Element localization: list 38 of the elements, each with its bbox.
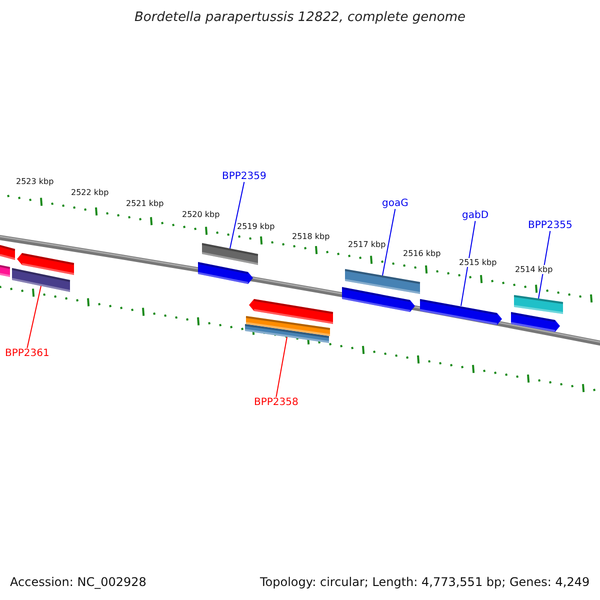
gene-label: BPP2359 — [222, 171, 266, 182]
gene-label: goaG — [382, 198, 408, 209]
gene-bar — [514, 295, 564, 314]
gene-bar — [344, 269, 420, 294]
pointed-gene-bar — [17, 253, 74, 275]
leader-line — [276, 336, 288, 398]
genome-info-text: Topology: circular; Length: 4,773,551 bp; Genes: 4,249 — [260, 575, 590, 589]
scale-label: 2520 kbp — [182, 210, 220, 219]
scale-label: 2518 kbp — [292, 232, 330, 241]
scale-label: 2516 kbp — [403, 249, 441, 258]
pointed-gene-bar — [249, 299, 334, 324]
leader-line — [382, 208, 396, 276]
scale-label: 2514 kbp — [515, 265, 553, 274]
scale-label: 2515 kbp — [459, 258, 497, 267]
leader-line — [26, 286, 42, 348]
gene-bar — [246, 316, 330, 336]
scale-label: 2521 kbp — [126, 199, 164, 208]
scale-label: 2517 kbp — [348, 240, 386, 249]
scale-label: 2522 kbp — [71, 188, 109, 197]
pointed-gene-bar — [510, 312, 560, 332]
pointed-gene-bar — [198, 262, 253, 284]
leader-line — [460, 220, 476, 306]
scale-label: 2519 kbp — [237, 222, 275, 231]
pointed-gene-bar — [342, 287, 415, 312]
gene-label: BPP2358 — [254, 397, 298, 408]
gene-bar — [202, 243, 258, 265]
title: Bordetella parapertussis 12822, complete genome — [134, 10, 466, 25]
leader-line — [538, 230, 551, 299]
gene-bar — [244, 324, 330, 343]
scale-label: 2523 kbp — [16, 177, 54, 186]
accession-text: Accession: NC_002928 — [10, 575, 146, 589]
pointed-gene-bar — [420, 299, 502, 325]
pointed-gene-bar — [0, 245, 16, 260]
gene-bar — [0, 264, 10, 277]
gene-bar — [12, 268, 70, 292]
gene-label: BPP2355 — [528, 220, 572, 231]
gene-label: BPP2361 — [5, 348, 50, 359]
gene-label: gabD — [462, 210, 489, 221]
